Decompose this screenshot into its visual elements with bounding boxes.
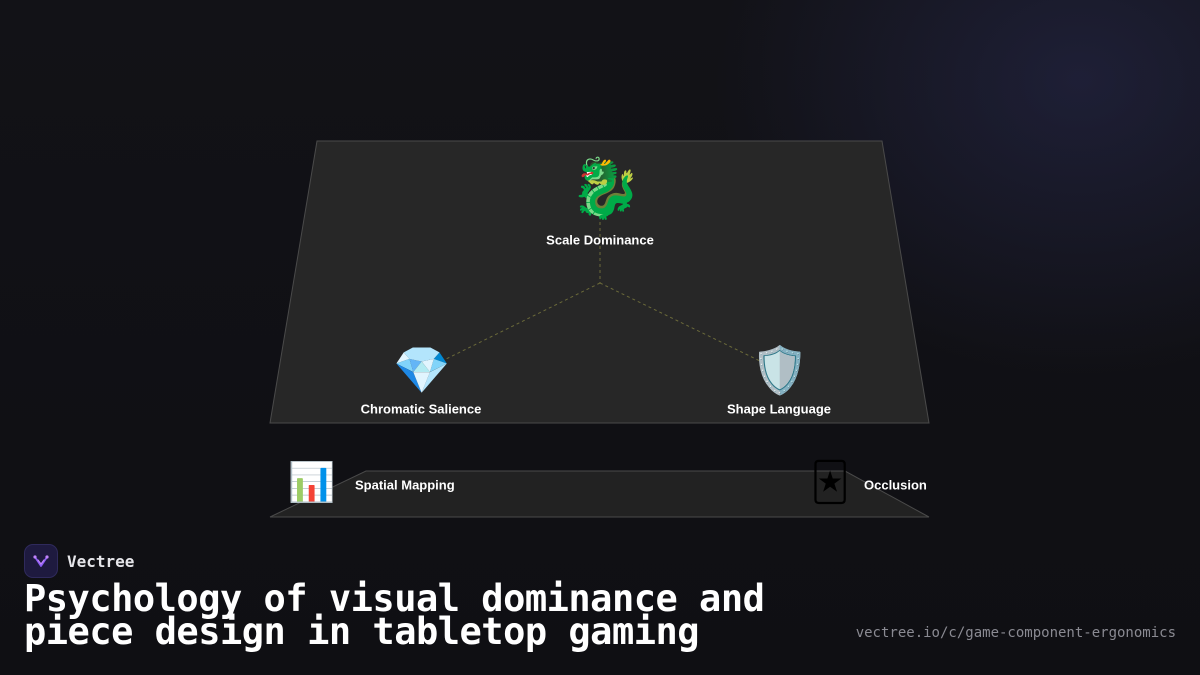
vectree-logo-icon <box>24 544 58 578</box>
page-title: Psychology of visual dominance and piece… <box>24 577 765 653</box>
gem-icon: 💎 <box>393 343 451 397</box>
brand: Vectree <box>24 544 134 578</box>
node-label-shape-language: Shape Language <box>726 401 832 417</box>
lower-plane <box>269 470 930 518</box>
node-label-scale-dominance: Scale Dominance <box>546 232 654 248</box>
shield-icon: 🛡️ <box>751 343 809 397</box>
joker-card-icon: 🃏 <box>810 460 850 504</box>
brand-name: Vectree <box>67 551 135 571</box>
dragon-icon: 🐉 <box>569 154 643 222</box>
edge-hub-shape <box>599 282 763 363</box>
node-label-spatial-mapping: Spatial Mapping <box>355 477 455 493</box>
node-label-chromatic-salience: Chromatic Salience <box>360 401 482 417</box>
bar-chart-icon: 📊 <box>288 460 336 504</box>
node-label-occlusion: Occlusion <box>864 477 927 493</box>
source-url: vectree.io/c/game-component-ergonomics <box>855 625 1176 641</box>
